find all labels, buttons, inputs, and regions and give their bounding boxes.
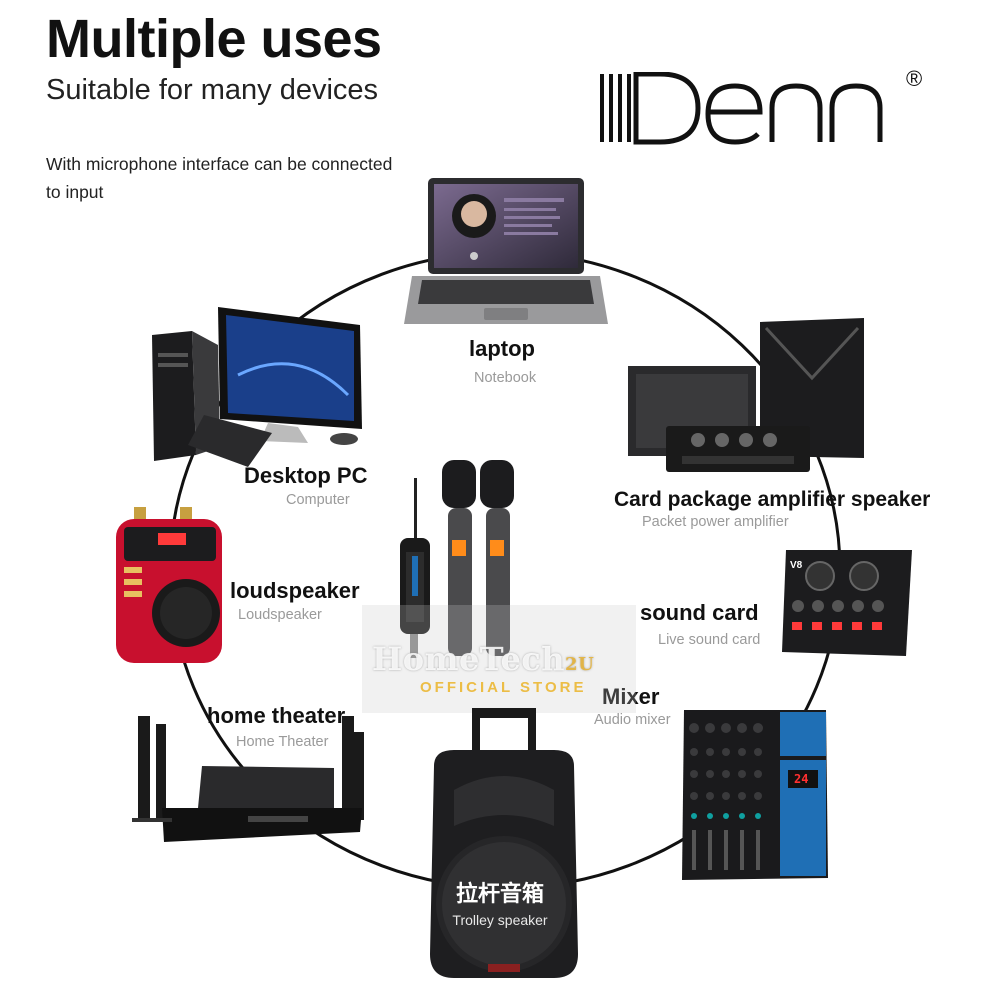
- mixer-label: Mixer: [602, 684, 660, 709]
- amplifier-speaker-sublabel: Packet power amplifier: [642, 514, 789, 530]
- watermark-store-name: HomeTech2U: [372, 640, 594, 678]
- page-title: Multiple uses: [46, 9, 382, 69]
- desktop-pc-image: [148, 305, 368, 476]
- loudspeaker-sublabel: Loudspeaker: [238, 607, 322, 623]
- watermark-name: HomeTech: [372, 640, 566, 678]
- sound-card-image: V8: [780, 548, 914, 663]
- sound-card-model: V8: [790, 560, 803, 571]
- wireless-microphones-image: [388, 456, 528, 675]
- home-theater-label: home theater: [207, 703, 346, 728]
- registered-mark: ®: [906, 66, 923, 91]
- watermark-suffix: 2U: [565, 654, 595, 675]
- trolley-speaker-label-cn: 拉杆音箱: [455, 881, 544, 906]
- desktop-pc-sublabel: Computer: [286, 492, 350, 508]
- loudspeaker-image: [114, 505, 224, 670]
- loudspeaker-label: loudspeaker: [230, 578, 360, 603]
- trolley-speaker-label-en: Trolley speaker: [452, 912, 548, 928]
- laptop-label: laptop: [469, 336, 535, 361]
- intro-text: With microphone interface can be connect…: [46, 154, 393, 202]
- mixer-sublabel: Audio mixer: [594, 712, 671, 728]
- sound-card-label: sound card: [640, 600, 759, 625]
- trolley-speaker-caption: 拉杆音箱 Trolley speaker: [430, 876, 570, 928]
- laptop-image: [404, 176, 608, 333]
- home-theater-sublabel: Home Theater: [236, 734, 329, 750]
- sound-card-sublabel: Live sound card: [658, 632, 761, 648]
- amplifier-speaker-image: [626, 318, 868, 485]
- home-theater-image: [128, 712, 368, 857]
- watermark-backdrop: [362, 605, 636, 713]
- desktop-pc-label: Desktop PC: [244, 463, 368, 488]
- mixer-image: 24: [680, 708, 830, 887]
- watermark-official-store: OFFICIAL STORE: [420, 679, 587, 696]
- trolley-speaker-image: [424, 706, 584, 991]
- amplifier-speaker-label: Card package amplifier speaker: [614, 488, 931, 511]
- laptop-sublabel: Notebook: [474, 370, 537, 386]
- page-subtitle: Suitable for many devices: [46, 74, 379, 106]
- mixer-display: 24: [794, 772, 809, 786]
- brand-logo: ®: [600, 66, 935, 147]
